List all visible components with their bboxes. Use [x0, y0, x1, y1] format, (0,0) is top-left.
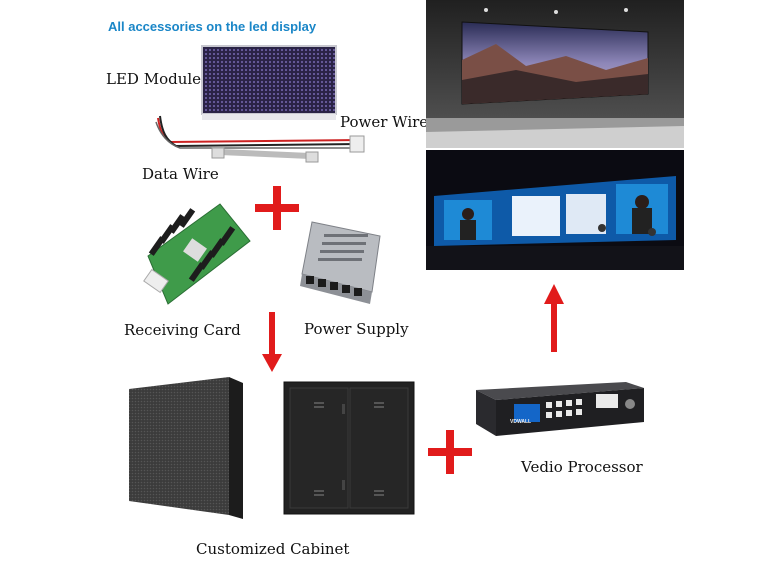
power-wire-image — [155, 115, 365, 163]
processor-brand-label: VDWALL — [510, 419, 532, 425]
receiving-card-label: Receiving Card — [124, 321, 241, 339]
power-supply-image — [300, 221, 381, 304]
arrow-up-icon — [544, 284, 564, 352]
video-processor-label: Vedio Processor — [521, 458, 643, 476]
receiving-card-image — [143, 203, 251, 305]
power-wire-label: Power Wire — [340, 113, 429, 131]
arrow-down-icon — [262, 312, 282, 372]
data-wire-label: Data Wire — [142, 165, 219, 183]
led-module-label: LED Module — [106, 70, 202, 88]
display-installation-photo — [426, 0, 684, 148]
customized-cabinet-label: Customized Cabinet — [196, 540, 350, 558]
plus-icon — [255, 186, 299, 230]
video-processor-image — [476, 382, 644, 436]
led-cabinet-panel-image — [129, 377, 243, 519]
page-heading: All accessories on the led display — [108, 19, 317, 34]
conference-display-photo — [426, 150, 684, 270]
led-module-image — [201, 45, 337, 120]
cabinet-back-image — [283, 381, 415, 515]
power-supply-label: Power Supply — [304, 320, 409, 338]
plus-icon — [428, 430, 472, 474]
